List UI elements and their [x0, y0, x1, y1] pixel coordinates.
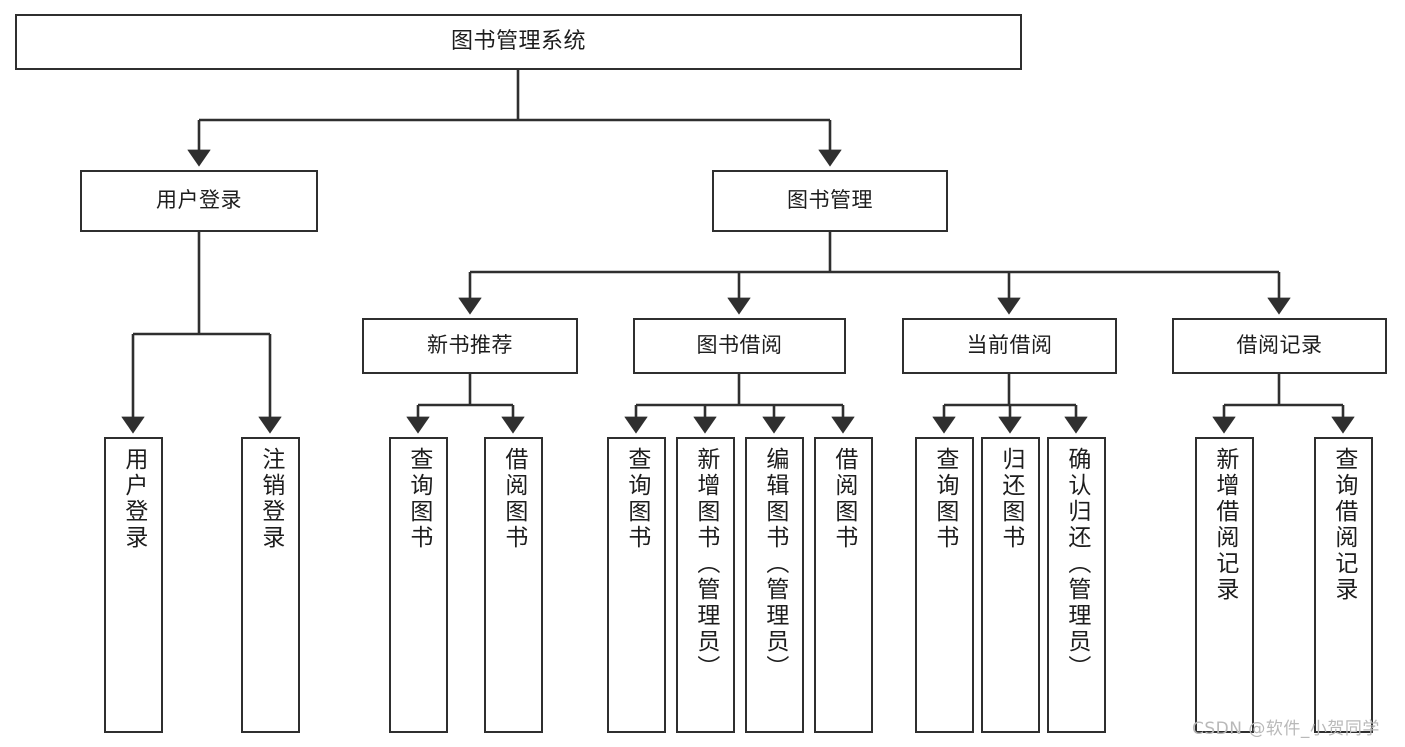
leaf-current-borrow-return-book[interactable]: 归还图书 — [981, 437, 1040, 733]
leaf-label: 新增图书（管理员） — [692, 447, 719, 681]
leaf-label: 注销登录 — [257, 447, 284, 551]
leaf-label: 查询借阅记录 — [1330, 447, 1357, 603]
leaf-label: 借阅图书 — [500, 447, 527, 551]
leaf-book-borrow-borrow-book[interactable]: 借阅图书 — [814, 437, 873, 733]
node-label: 图书管理 — [787, 188, 873, 213]
leaf-label: 确认归还（管理员） — [1063, 447, 1090, 681]
leaf-label: 编辑图书（管理员） — [761, 447, 788, 681]
leaf-book-borrow-edit-book-admin[interactable]: 编辑图书（管理员） — [745, 437, 804, 733]
node-book-borrow[interactable]: 图书借阅 — [633, 318, 846, 374]
leaf-new-book-borrow-book[interactable]: 借阅图书 — [484, 437, 543, 733]
leaf-current-borrow-query-book[interactable]: 查询图书 — [915, 437, 974, 733]
leaf-book-borrow-add-book-admin[interactable]: 新增图书（管理员） — [676, 437, 735, 733]
node-label: 用户登录 — [156, 188, 242, 213]
leaf-label: 查询图书 — [931, 447, 958, 551]
leaf-label: 用户登录 — [120, 447, 147, 551]
leaf-book-borrow-query-book[interactable]: 查询图书 — [607, 437, 666, 733]
leaf-borrow-record-query-record[interactable]: 查询借阅记录 — [1314, 437, 1373, 733]
node-current-borrow[interactable]: 当前借阅 — [902, 318, 1117, 374]
node-book-management[interactable]: 图书管理 — [712, 170, 948, 232]
node-label: 借阅记录 — [1236, 333, 1323, 358]
leaf-label: 查询图书 — [623, 447, 650, 551]
leaf-label: 新增借阅记录 — [1211, 447, 1238, 603]
node-label: 当前借阅 — [966, 333, 1053, 358]
leaf-user-login-logout[interactable]: 注销登录 — [241, 437, 300, 733]
node-root-book-management-system[interactable]: 图书管理系统 — [15, 14, 1022, 70]
leaf-label: 归还图书 — [997, 447, 1024, 551]
node-label: 图书借阅 — [696, 333, 783, 358]
node-borrow-record[interactable]: 借阅记录 — [1172, 318, 1387, 374]
node-label: 图书管理系统 — [450, 28, 586, 54]
leaf-current-borrow-confirm-return-admin[interactable]: 确认归还（管理员） — [1047, 437, 1106, 733]
leaf-label: 查询图书 — [405, 447, 432, 551]
leaf-borrow-record-add-record[interactable]: 新增借阅记录 — [1195, 437, 1254, 733]
node-label: 新书推荐 — [427, 333, 513, 358]
watermark-text: CSDN @软件_小贺同学 — [1192, 719, 1380, 739]
leaf-new-book-query-book[interactable]: 查询图书 — [389, 437, 448, 733]
leaf-user-login-login[interactable]: 用户登录 — [104, 437, 163, 733]
node-new-book-recommend[interactable]: 新书推荐 — [362, 318, 578, 374]
leaf-label: 借阅图书 — [830, 447, 857, 551]
node-user-login[interactable]: 用户登录 — [80, 170, 318, 232]
